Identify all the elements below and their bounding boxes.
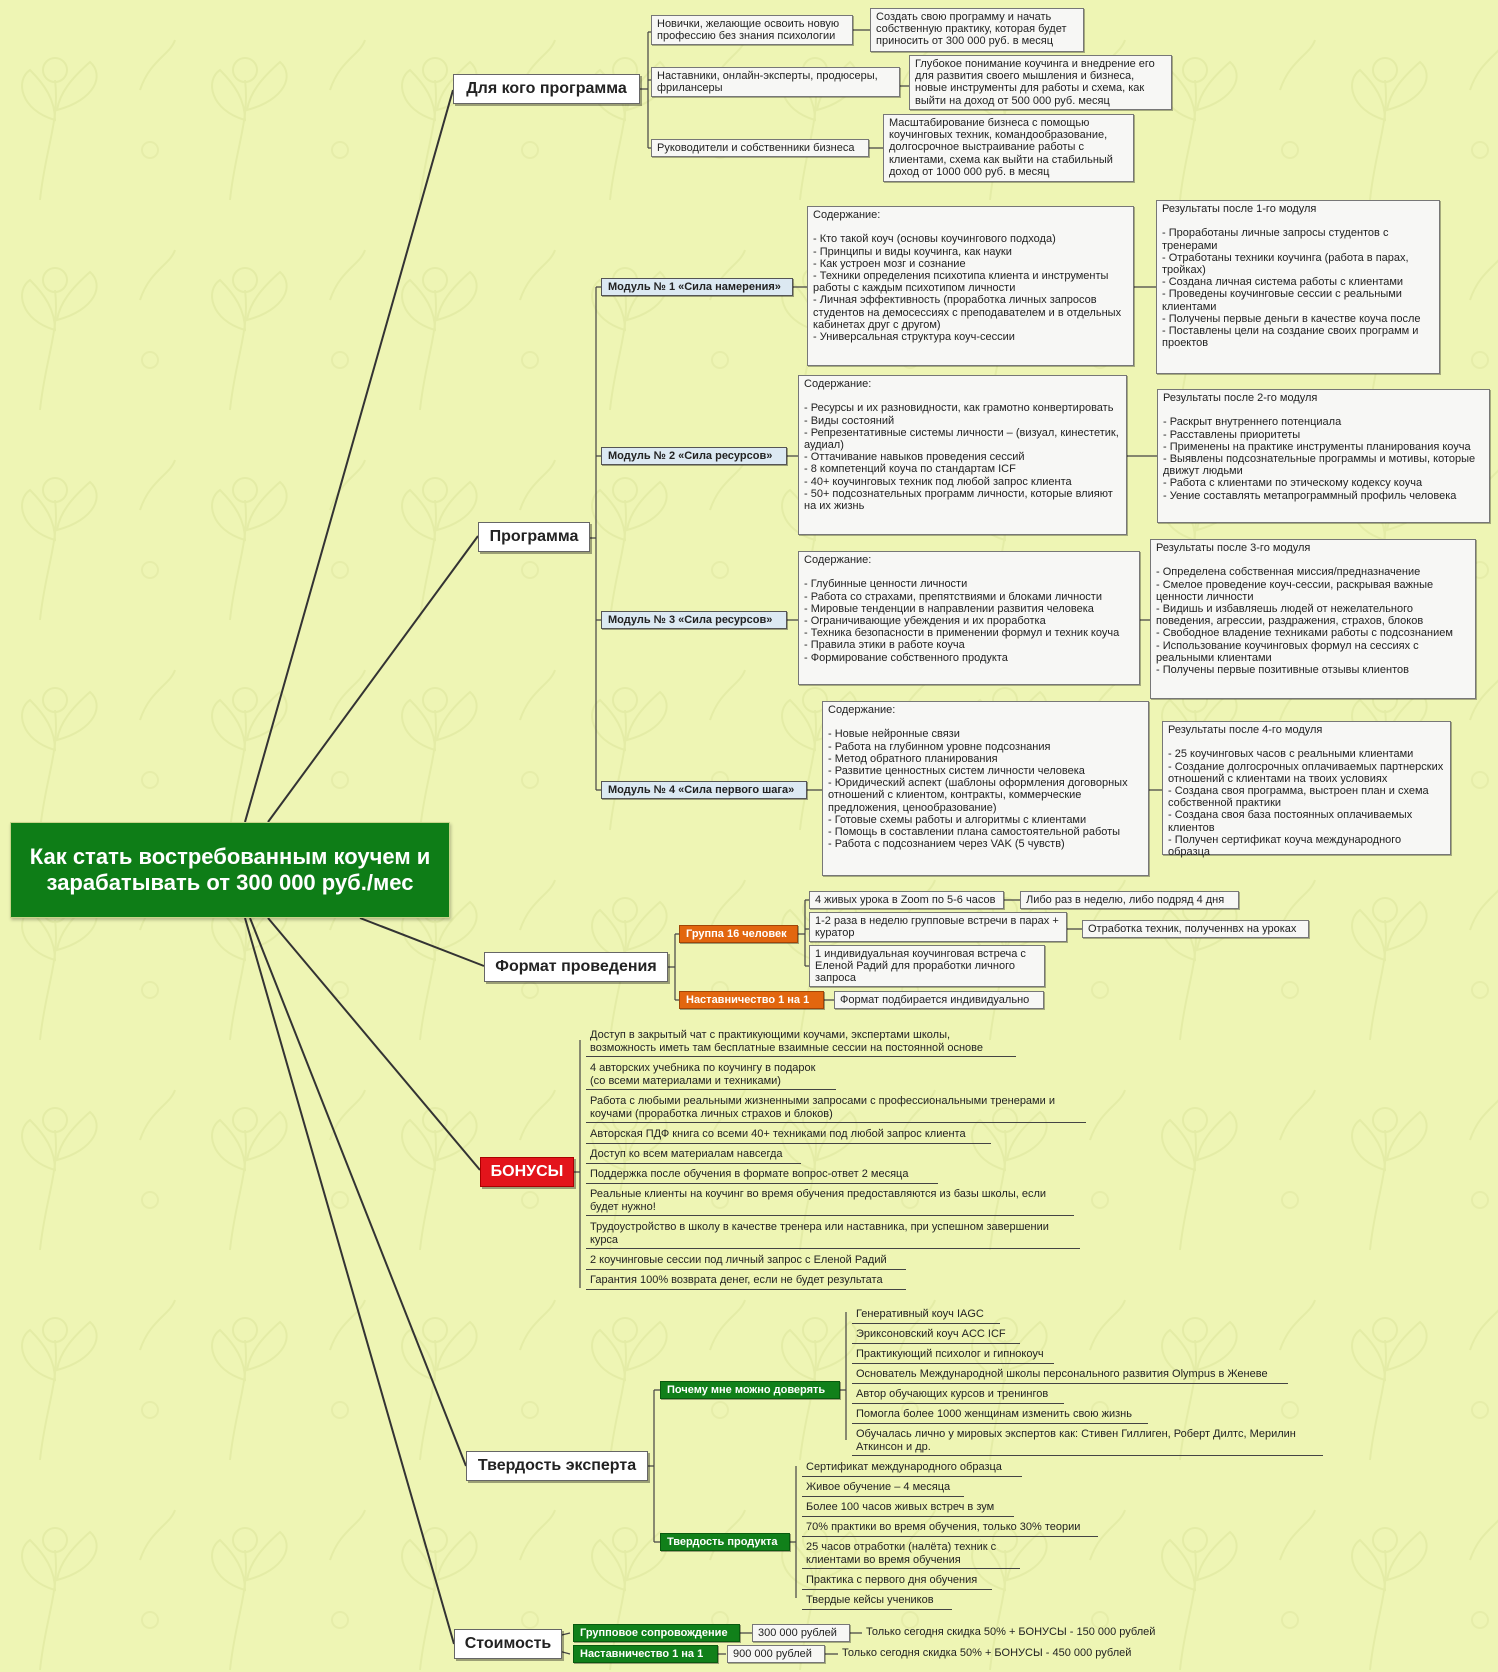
module-2-results[interactable]: Результаты после 2-го модуля - Раскрыт в… xyxy=(1157,389,1490,523)
topic-expertise[interactable]: Твердость эксперта xyxy=(466,1451,648,1481)
module-1-results[interactable]: Результаты после 1-го модуля - Проработа… xyxy=(1156,200,1440,374)
bonus-item-1[interactable]: Доступ в закрытый чат с практикующими ко… xyxy=(586,1027,1016,1057)
module-4-results[interactable]: Результаты после 4-го модуля - 25 коучин… xyxy=(1162,721,1451,858)
product-item-6[interactable]: Практика с первого дня обучения xyxy=(802,1572,992,1590)
root-title: Как стать востребованным коучем и зараба… xyxy=(29,844,431,895)
module-3-content[interactable]: Содержание: - Глубинные ценности личност… xyxy=(798,551,1140,685)
price-option-group[interactable]: Групповое сопровождение xyxy=(573,1624,740,1642)
trust-item-6[interactable]: Помогла более 1000 женщинам изменить сво… xyxy=(852,1406,1148,1424)
who-item-1-result[interactable]: Создать свою программу и начать собствен… xyxy=(870,8,1084,52)
bonus-item-7[interactable]: Реальные клиенты на коучинг во время обу… xyxy=(586,1186,1074,1216)
who-item-1[interactable]: Новички, желающие освоить новую професси… xyxy=(651,15,853,45)
module-2-content[interactable]: Содержание: - Ресурсы и их разновидности… xyxy=(798,375,1127,535)
trust-item-3[interactable]: Практикующий психолог и гипнокоуч xyxy=(852,1346,1054,1364)
module-4[interactable]: Модуль № 4 «Сила первого шага» xyxy=(601,781,807,799)
bonus-item-8[interactable]: Трудоустройство в школу в качестве трене… xyxy=(586,1219,1080,1249)
module-2[interactable]: Модуль № 2 «Сила ресурсов» xyxy=(601,447,787,465)
trust-item-4[interactable]: Основатель Международной школы персональ… xyxy=(852,1366,1288,1384)
trust-item-2[interactable]: Эриксоновский коуч ACC ICF xyxy=(852,1326,1020,1344)
product-item-4[interactable]: 70% практики во время обучения, только 3… xyxy=(802,1519,1098,1537)
product-item-1[interactable]: Сертификат международного образца xyxy=(802,1459,1022,1477)
bonus-item-3[interactable]: Работа с любыми реальными жизненными зап… xyxy=(586,1093,1086,1123)
bonus-item-2[interactable]: 4 авторских учебника по коучингу в подар… xyxy=(586,1060,836,1090)
expertise-trust[interactable]: Почему мне можно доверять xyxy=(660,1381,840,1399)
who-item-3-result[interactable]: Масштабирование бизнеса с помощью коучин… xyxy=(883,114,1134,182)
trust-item-5[interactable]: Автор обучающих курсов и тренингов xyxy=(852,1386,1064,1404)
bonus-item-9[interactable]: 2 коучинговые сессии под личный запрос с… xyxy=(586,1252,906,1270)
product-item-3[interactable]: Более 100 часов живых встреч в зум xyxy=(802,1499,1014,1517)
module-3[interactable]: Модуль № 3 «Сила ресурсов» xyxy=(601,611,787,629)
price-option-group-discount: Только сегодня скидка 50% + БОНУСЫ - 150… xyxy=(866,1626,1156,1638)
bonus-item-10[interactable]: Гарантия 100% возврата денег, если не бу… xyxy=(586,1272,906,1290)
format-group-item-1-detail[interactable]: Либо раз в неделю, либо подряд 4 дня xyxy=(1020,891,1239,909)
trust-item-1[interactable]: Генеративный коуч IAGC xyxy=(852,1306,1000,1324)
topic-program-label: Программа xyxy=(489,528,579,545)
format-group-item-2[interactable]: 1-2 раза в неделю групповые встречи в па… xyxy=(809,912,1067,942)
topic-format-label: Формат проведения xyxy=(495,958,657,975)
product-item-5[interactable]: 25 часов отработки (налёта) техник с кли… xyxy=(802,1539,1020,1569)
who-item-2-result[interactable]: Глубокое понимание коучинга и внедрение … xyxy=(909,55,1172,110)
bonus-item-5[interactable]: Доступ ко всем материалам навсегда xyxy=(586,1146,801,1164)
price-option-mentorship-price[interactable]: 900 000 рублей xyxy=(727,1645,825,1663)
module-3-results[interactable]: Результаты после 3-го модуля - Определен… xyxy=(1150,539,1476,699)
module-1[interactable]: Модуль № 1 «Сила намерения» xyxy=(601,278,793,296)
who-item-3[interactable]: Руководители и собственники бизнеса xyxy=(651,139,869,157)
price-option-mentorship[interactable]: Наставничество 1 на 1 xyxy=(573,1645,718,1663)
product-item-2[interactable]: Живое обучение – 4 месяца xyxy=(802,1479,964,1497)
format-group[interactable]: Группа 16 человек xyxy=(679,925,798,943)
format-mentorship[interactable]: Наставничество 1 на 1 xyxy=(679,991,824,1009)
format-group-item-2-detail[interactable]: Отработка техник, полученнвх на уроках xyxy=(1082,920,1309,938)
product-item-7[interactable]: Твердые кейсы учеников xyxy=(802,1592,952,1610)
price-option-group-price[interactable]: 300 000 рублей xyxy=(752,1624,850,1642)
format-group-item-3[interactable]: 1 индивидуальная коучинговая встреча с Е… xyxy=(809,945,1045,987)
topic-price-label: Стоимость xyxy=(464,1635,552,1652)
module-4-content[interactable]: Содержание: - Новые нейронные связи - Ра… xyxy=(822,701,1149,876)
expertise-product[interactable]: Твердость продукта xyxy=(660,1533,790,1551)
module-1-content[interactable]: Содержание: - Кто такой коуч (основы коу… xyxy=(807,206,1134,366)
bonus-item-4[interactable]: Авторская ПДФ книга со всеми 40+ техника… xyxy=(586,1126,991,1144)
topic-who[interactable]: Для кого программа xyxy=(453,74,640,104)
topic-bonuses-label: БОНУСЫ xyxy=(490,1163,564,1180)
who-item-2[interactable]: Наставники, онлайн-эксперты, продюсеры, … xyxy=(651,67,900,97)
topic-bonuses[interactable]: БОНУСЫ xyxy=(480,1157,574,1187)
topic-who-label: Для кого программа xyxy=(466,80,627,97)
trust-item-7[interactable]: Обучалась лично у мировых экспертов как:… xyxy=(852,1426,1323,1456)
bonus-item-6[interactable]: Поддержка после обучения в формате вопро… xyxy=(586,1166,938,1184)
topic-format[interactable]: Формат проведения xyxy=(484,952,668,982)
topic-price[interactable]: Стоимость xyxy=(454,1629,562,1659)
format-mentorship-detail[interactable]: Формат подбирается индивидуально xyxy=(834,991,1044,1009)
root-topic[interactable]: Как стать востребованным коучем и зараба… xyxy=(10,822,450,918)
format-group-item-1[interactable]: 4 живых урока в Zoom по 5-6 часов xyxy=(809,891,1004,909)
price-option-mentorship-discount: Только сегодня скидка 50% + БОНУСЫ - 450… xyxy=(842,1647,1132,1659)
topic-program[interactable]: Программа xyxy=(478,522,590,552)
topic-expertise-label: Твердость эксперта xyxy=(477,1457,637,1474)
